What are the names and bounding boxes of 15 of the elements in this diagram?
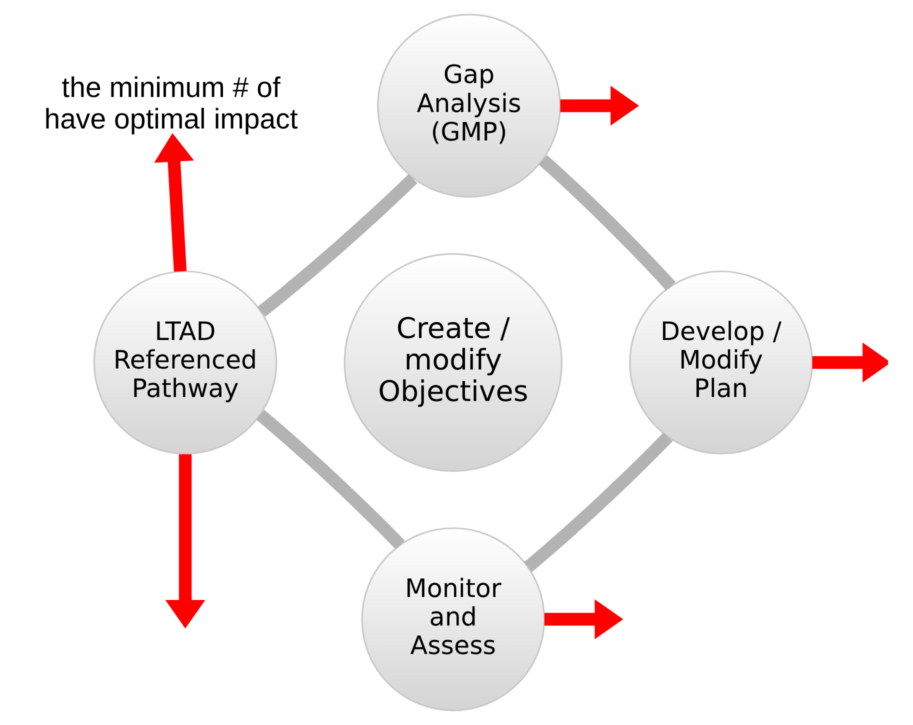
arrow xyxy=(560,86,639,126)
arrow xyxy=(164,454,205,628)
node-circle: LTAD Referenced Pathway xyxy=(92,270,277,454)
node-circle: Create / modify Objectives xyxy=(343,253,562,472)
node-text: the minimum # of have optimal impact xyxy=(44,72,298,136)
connector xyxy=(523,432,672,572)
connector xyxy=(256,410,404,550)
connector xyxy=(538,155,676,291)
node-circle: Gap Analysis (GMP) xyxy=(376,14,560,198)
arrow xyxy=(544,599,623,640)
arrow xyxy=(812,342,888,382)
arrow xyxy=(154,133,194,272)
node-circle: Monitor and Assess xyxy=(360,527,545,712)
node-circle: Develop / Modify Plan xyxy=(628,270,812,454)
connector xyxy=(256,174,417,317)
